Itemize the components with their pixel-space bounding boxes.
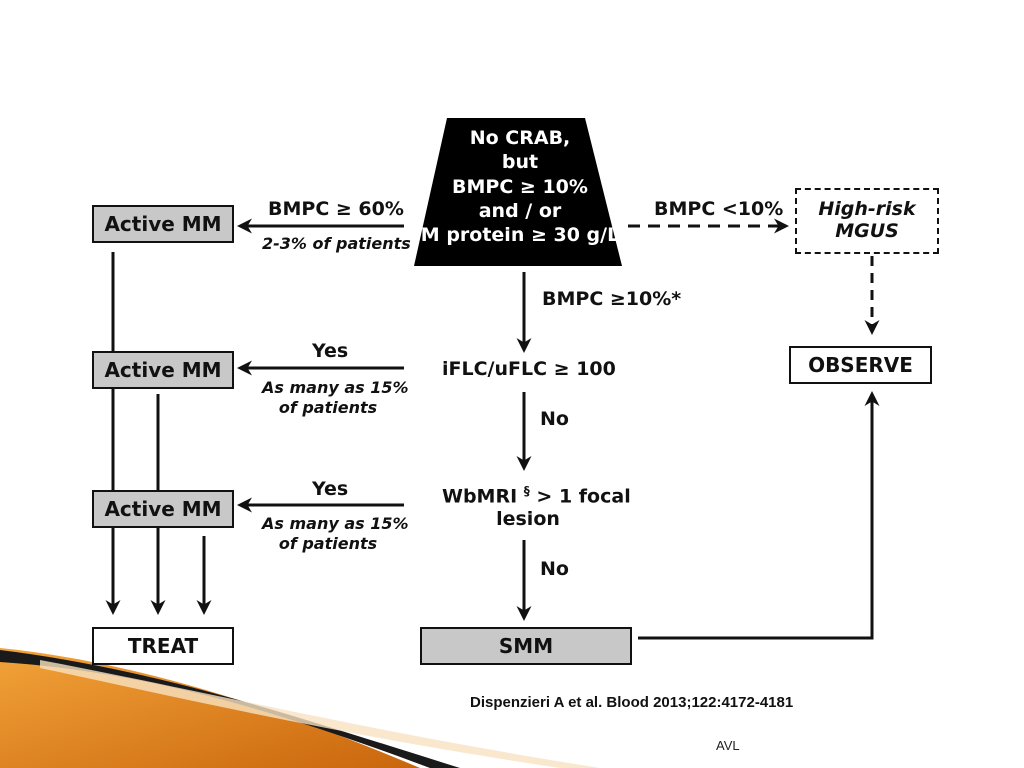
yes-sublabel-2-line-1: As many as 15% [262,514,409,533]
start-line-3: BMPC ≥ 10% [452,175,588,198]
arrow-smm-to-observe [638,391,880,640]
citation: Dispenzieri A et al. Blood 2013;122:4172… [470,694,794,711]
corner-decoration [0,648,600,768]
high-risk-line-2: MGUS [835,220,899,242]
yes-sublabel-2: As many as 15% of patients [262,514,409,554]
high-risk-line-1: High-risk [818,198,916,221]
high-risk-mgus-box: High-risk MGUS [795,188,939,254]
active-mm-box-3: Active MM [92,490,234,528]
active-mm-box-2: Active MM [92,351,234,389]
treat-box: TREAT [92,627,234,665]
smm-box: SMM [420,627,632,665]
wbmri-sup: § [523,484,530,498]
start-line-1: No CRAB, [469,127,571,149]
yes-sublabel-1: As many as 15% of patients [262,378,409,418]
yes-label-2: Yes [312,478,349,500]
bmpc-60-sublabel: 2-3% of patients [262,234,411,253]
wbmri-rest: > 1 focal [536,485,631,508]
no-label-1: No [540,408,569,430]
bmpc-60-label: BMPC ≥ 60% [268,198,404,220]
yes-label-1: Yes [312,340,349,362]
wbmri-node: WbMRI § > 1 focal lesion [442,484,631,531]
wbmri-main: WbMRI [442,485,518,508]
start-line-2: but [501,151,539,174]
bmpc-10-star-label: BMPC ≥10%* [542,288,682,310]
yes-sublabel-1-line-2: of patients [278,398,378,417]
start-line-4: and / or [478,199,562,222]
yes-sublabel-1-line-1: As many as 15% [262,378,409,397]
observe-box: OBSERVE [789,346,932,384]
yes-sublabel-2-line-2: of patients [278,534,378,553]
start-line-5: M protein ≥ 30 g/L [420,224,620,247]
wbmri-line-2: lesion [496,508,560,531]
footer-text: AVL [716,738,740,753]
start-node-text: No CRAB, but BMPC ≥ 10% and / or M prote… [420,126,620,248]
bmpc-lt10-label: BMPC <10% [654,198,784,220]
iflc-uflc-node: iFLC/uFLC ≥ 100 [442,358,616,380]
no-label-2: No [540,558,569,580]
start-node-shape [414,118,622,266]
active-mm-box-1: Active MM [92,205,234,243]
